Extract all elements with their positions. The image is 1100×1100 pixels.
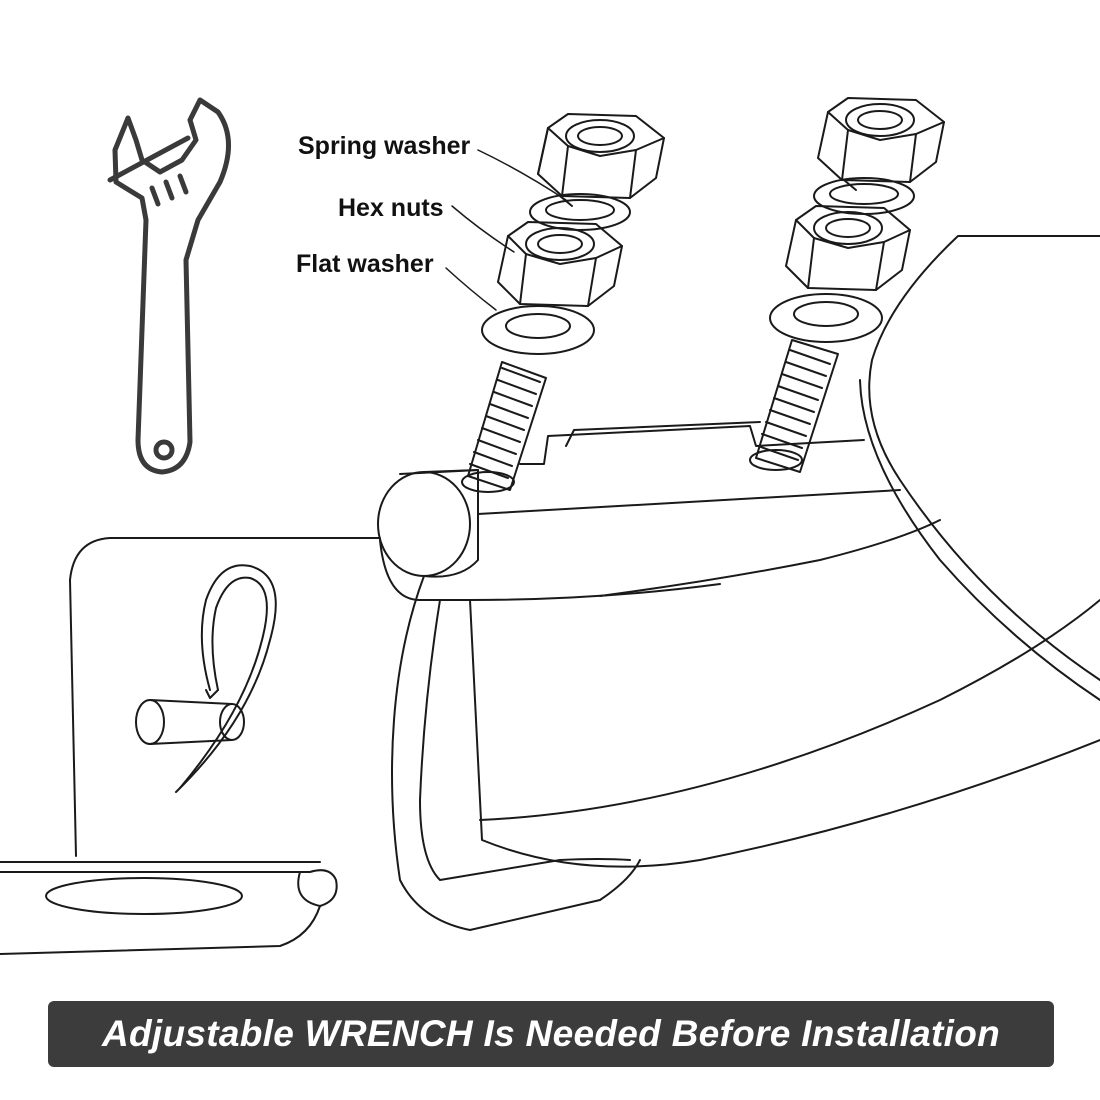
adjustable-wrench-icon xyxy=(110,100,229,472)
hinge-bar xyxy=(378,422,900,600)
toilet-bowl-plate xyxy=(0,538,380,954)
instruction-banner: Adjustable WRENCH Is Needed Before Insta… xyxy=(48,1001,1054,1067)
hinge-bracket xyxy=(392,576,640,930)
right-bolt xyxy=(750,340,838,472)
flat-washer-label: Flat washer xyxy=(296,250,434,278)
left-flat-washer xyxy=(482,306,594,354)
left-bolt xyxy=(462,362,546,492)
left-spring-washer xyxy=(530,194,630,230)
label-leader-lines xyxy=(446,150,566,310)
hex-nuts-label: Hex nuts xyxy=(338,194,444,222)
right-flat-washer xyxy=(770,294,882,342)
cotter-pin xyxy=(176,565,276,792)
left-top-hex-nut xyxy=(538,114,664,198)
right-top-hex-nut xyxy=(818,98,944,182)
toilet-seat-lid xyxy=(860,236,1100,700)
toilet-seat-body xyxy=(470,520,1100,867)
left-lower-hex-nut xyxy=(498,222,622,306)
hinge-pin xyxy=(136,700,244,744)
right-spring-washer xyxy=(814,178,914,214)
banner-text: Adjustable WRENCH Is Needed Before Insta… xyxy=(101,1013,1001,1054)
spring-washer-label: Spring washer xyxy=(298,132,471,160)
right-lower-hex-nut xyxy=(786,206,910,290)
